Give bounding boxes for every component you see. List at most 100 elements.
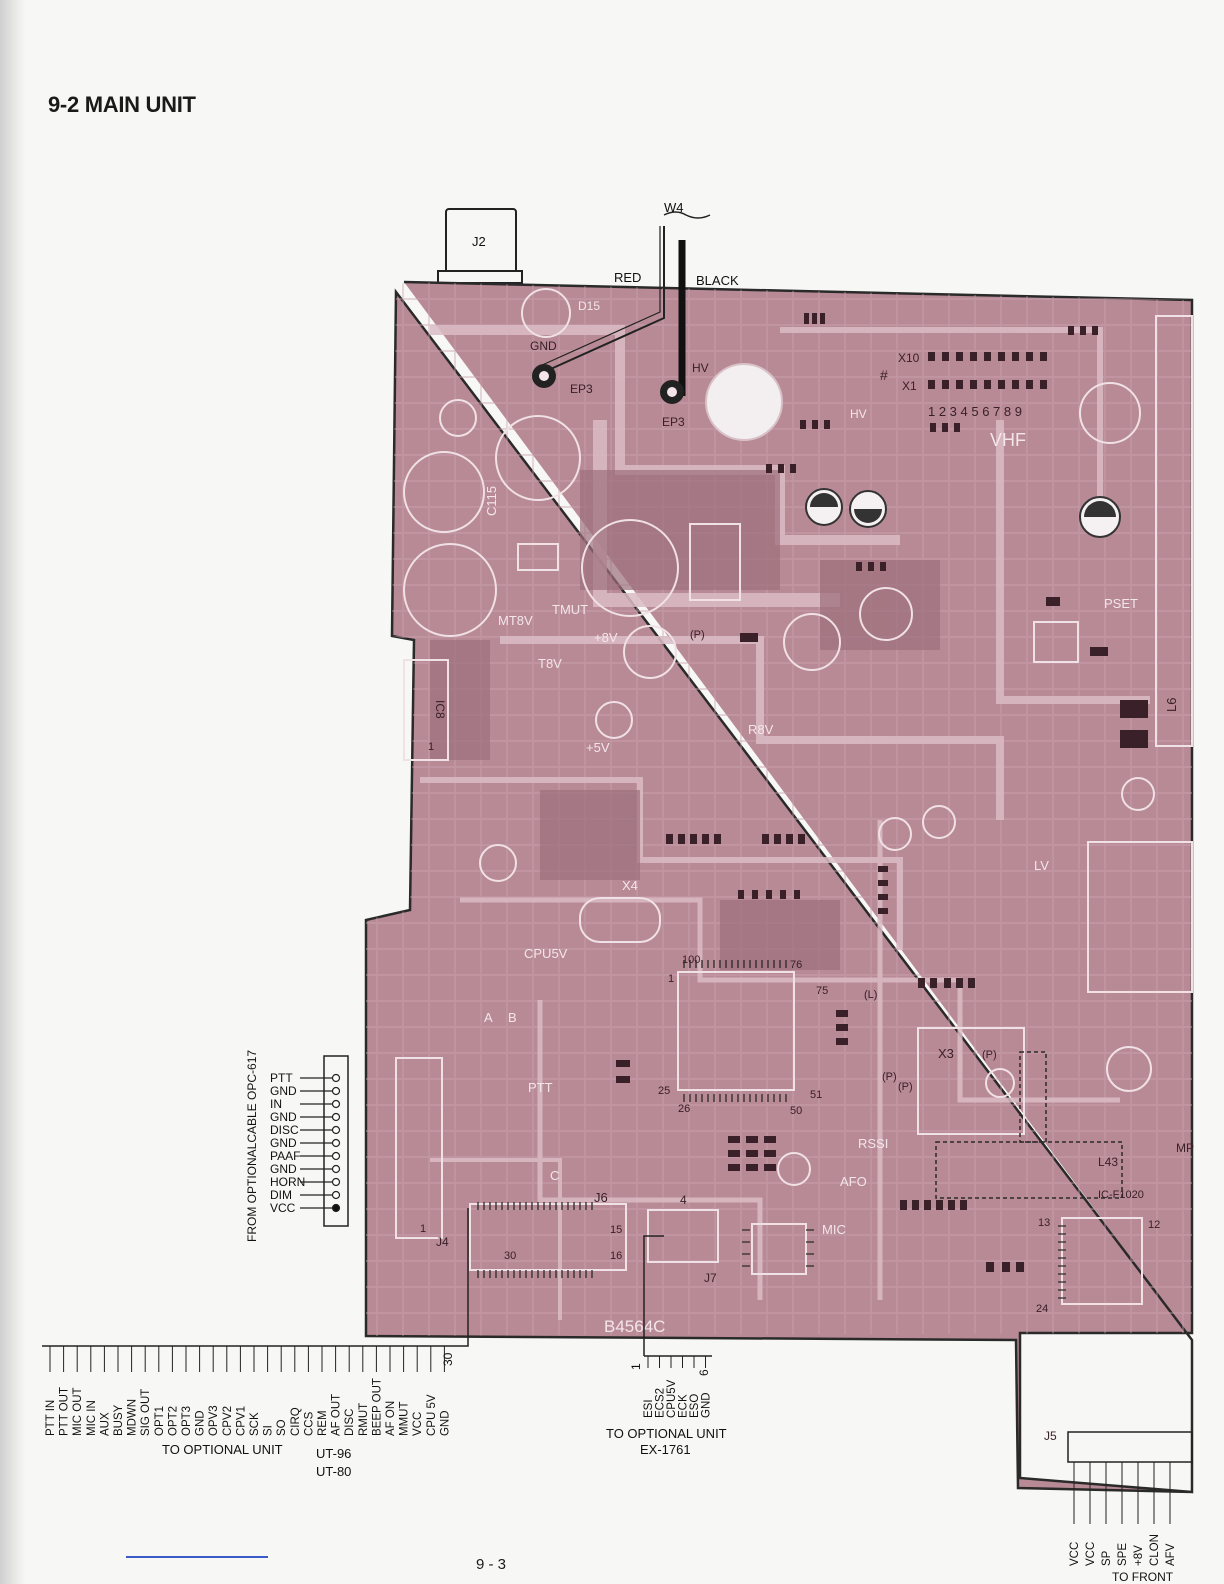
opc617-pin-label: GND	[270, 1084, 297, 1098]
ut-pin-label: AF ON	[385, 1401, 397, 1436]
opc617-pin: GND	[270, 1084, 341, 1098]
ut-pin-label: PTT OUT	[59, 1387, 71, 1436]
cpu-pin25: 25	[658, 1085, 670, 1097]
opc617-pin-label: VCC	[270, 1201, 296, 1215]
ic-pin13: 13	[1038, 1217, 1050, 1229]
page-title: 9-2 MAIN UNIT	[48, 92, 196, 117]
ex-caption: TO OPTIONAL UNIT	[606, 1426, 727, 1441]
cpu-pin50: 50	[790, 1105, 802, 1117]
j5-label: J5	[1044, 1429, 1057, 1443]
ut-pin-label: VCC	[412, 1412, 424, 1436]
ut-pin-label: AF OUT	[331, 1394, 343, 1436]
pcb-dashed-shields	[935, 1051, 1123, 1199]
ep3-a-label: EP3	[570, 382, 593, 396]
trimmer-potentiometers	[805, 488, 1121, 538]
x10-label: X10	[898, 351, 920, 365]
ut-pin-label: CPV1	[235, 1406, 247, 1436]
smd-pads	[616, 313, 1148, 1272]
j7-label: J7	[704, 1271, 717, 1285]
ut-pin-label: MIC OUT	[72, 1387, 84, 1436]
vhf-label: VHF	[990, 430, 1026, 450]
ut-pin-label: RMUT	[358, 1403, 370, 1436]
scan-gutter-shadow	[0, 0, 26, 1584]
ic-pin24: 24	[1036, 1303, 1048, 1315]
opc617-pin-label: PAAF	[270, 1149, 300, 1163]
opc617-pin: IN	[270, 1097, 341, 1111]
opc617-pin-label: DISC	[270, 1123, 299, 1137]
pcb-trace-overlay	[366, 282, 1192, 1336]
ut-pin-label: SO	[276, 1419, 288, 1436]
ic-pin12: 12	[1148, 1219, 1160, 1231]
gnd-label: GND	[530, 339, 557, 353]
opc617-pin-terminal	[331, 1125, 341, 1135]
front-pin-label: SPE	[1117, 1543, 1129, 1566]
ut-pin-label: SI	[263, 1425, 275, 1436]
b-label: B	[508, 1010, 517, 1025]
ex-pin-label: ECS2	[655, 1388, 667, 1418]
opc617-caption: FROM OPTIONALCABLE OPC-617	[245, 1050, 259, 1242]
plus8v-label: +8V	[594, 630, 618, 645]
j6-pin16: 16	[610, 1250, 622, 1262]
opc617-pin: GND	[270, 1162, 341, 1176]
cpu-pin100: 100	[682, 954, 700, 966]
a-label: A	[484, 1010, 493, 1025]
ut-pin-label: OPV3	[208, 1405, 220, 1436]
ex-pin-label: ESI	[643, 1399, 655, 1418]
l6-label: L6	[1164, 698, 1179, 712]
ut-pin-label: PTT IN	[45, 1400, 57, 1436]
ex-model: EX-1761	[640, 1442, 691, 1457]
blue-rule	[126, 1556, 268, 1558]
opc617-pin-label: GND	[270, 1136, 297, 1150]
j2-connector	[437, 208, 523, 284]
ut-pin-label: OPT2	[167, 1406, 179, 1436]
p2-label: (P)	[982, 1049, 997, 1061]
j4-label: J4	[436, 1235, 449, 1249]
opc617-pin: PTT	[270, 1071, 341, 1085]
hv-label: HV	[692, 361, 709, 375]
opc617-pin-label: DIM	[270, 1188, 292, 1202]
ut-pin-label: REM	[317, 1410, 329, 1436]
c115-label: C115	[484, 486, 499, 516]
t8v-label: T8V	[538, 656, 562, 671]
lv-label: LV	[1034, 858, 1049, 873]
opc617-pin-terminal	[331, 1190, 341, 1200]
r8v-label: R8V	[748, 722, 774, 737]
pcb-dark-patches	[430, 470, 940, 970]
opc617-pin-terminal	[331, 1073, 341, 1083]
plus5v-label: +5V	[586, 740, 610, 755]
opc617-pin-terminal	[331, 1151, 341, 1161]
opc617-pin-terminal	[331, 1099, 341, 1109]
mp-label: MP	[1176, 1141, 1194, 1155]
ut-pin-label: MMUT	[399, 1402, 411, 1437]
j7-pin4: 4	[680, 1193, 687, 1207]
ut-pin-label: GND	[439, 1410, 451, 1436]
ex-start-pin: 1	[629, 1363, 643, 1370]
ut-pin-label: OPT1	[154, 1406, 166, 1436]
ic-pin-rows	[477, 960, 1066, 1299]
ut-pin-label: CIRQ	[290, 1407, 302, 1436]
board-id: B4564C	[604, 1317, 665, 1336]
j6-label: J6	[594, 1190, 608, 1205]
cpu-pin26: 26	[678, 1103, 690, 1115]
ut-pin-label: OPT3	[181, 1406, 193, 1436]
opc617-pin-terminal	[331, 1086, 341, 1096]
cpu-pin51: 51	[810, 1089, 822, 1101]
ic-f1020-label: IC-F1020	[1098, 1189, 1144, 1201]
hv2-label: HV	[850, 407, 867, 421]
p3-label: (P)	[882, 1071, 897, 1083]
x4-label: X4	[622, 878, 638, 893]
ex-pin-label: ECK	[678, 1394, 690, 1418]
opc617-pin-label: HORN	[270, 1175, 305, 1189]
d15-label: D15	[578, 299, 600, 313]
ut-pin-label: GND	[195, 1410, 207, 1436]
ut-pin-label: BUSY	[113, 1404, 125, 1436]
red-wire-label: RED	[614, 270, 641, 285]
rssi-label: RSSI	[858, 1136, 888, 1151]
cpu5v-label: CPU5V	[524, 946, 568, 961]
ut-model-2: UT-80	[316, 1464, 351, 1479]
l-paren-label: (L)	[864, 989, 877, 1001]
front-pin-label: VCC	[1069, 1542, 1081, 1566]
w4-wire-harness	[532, 211, 711, 404]
ut-caption: TO OPTIONAL UNIT	[162, 1442, 283, 1457]
